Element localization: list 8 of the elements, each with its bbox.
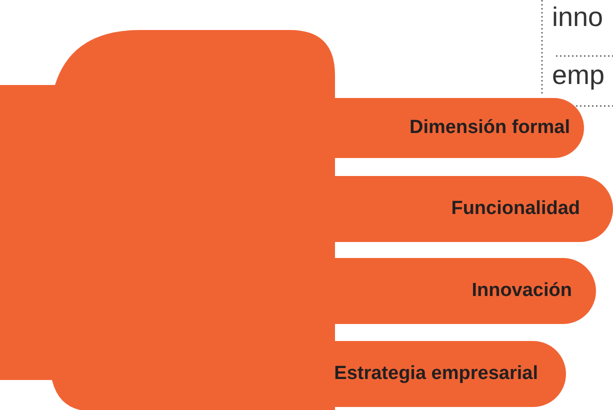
cut-off-heading-text: emp — [552, 62, 605, 89]
finger-band — [335, 176, 613, 242]
finger-label: Dimensión formal — [410, 117, 570, 139]
cut-off-heading-text: inno — [552, 4, 604, 31]
finger-label: Estrategia empresarial — [334, 363, 538, 385]
finger-label: Innovación — [472, 280, 572, 302]
finger-label: Funcionalidad — [451, 198, 580, 220]
finger-band — [335, 98, 584, 158]
